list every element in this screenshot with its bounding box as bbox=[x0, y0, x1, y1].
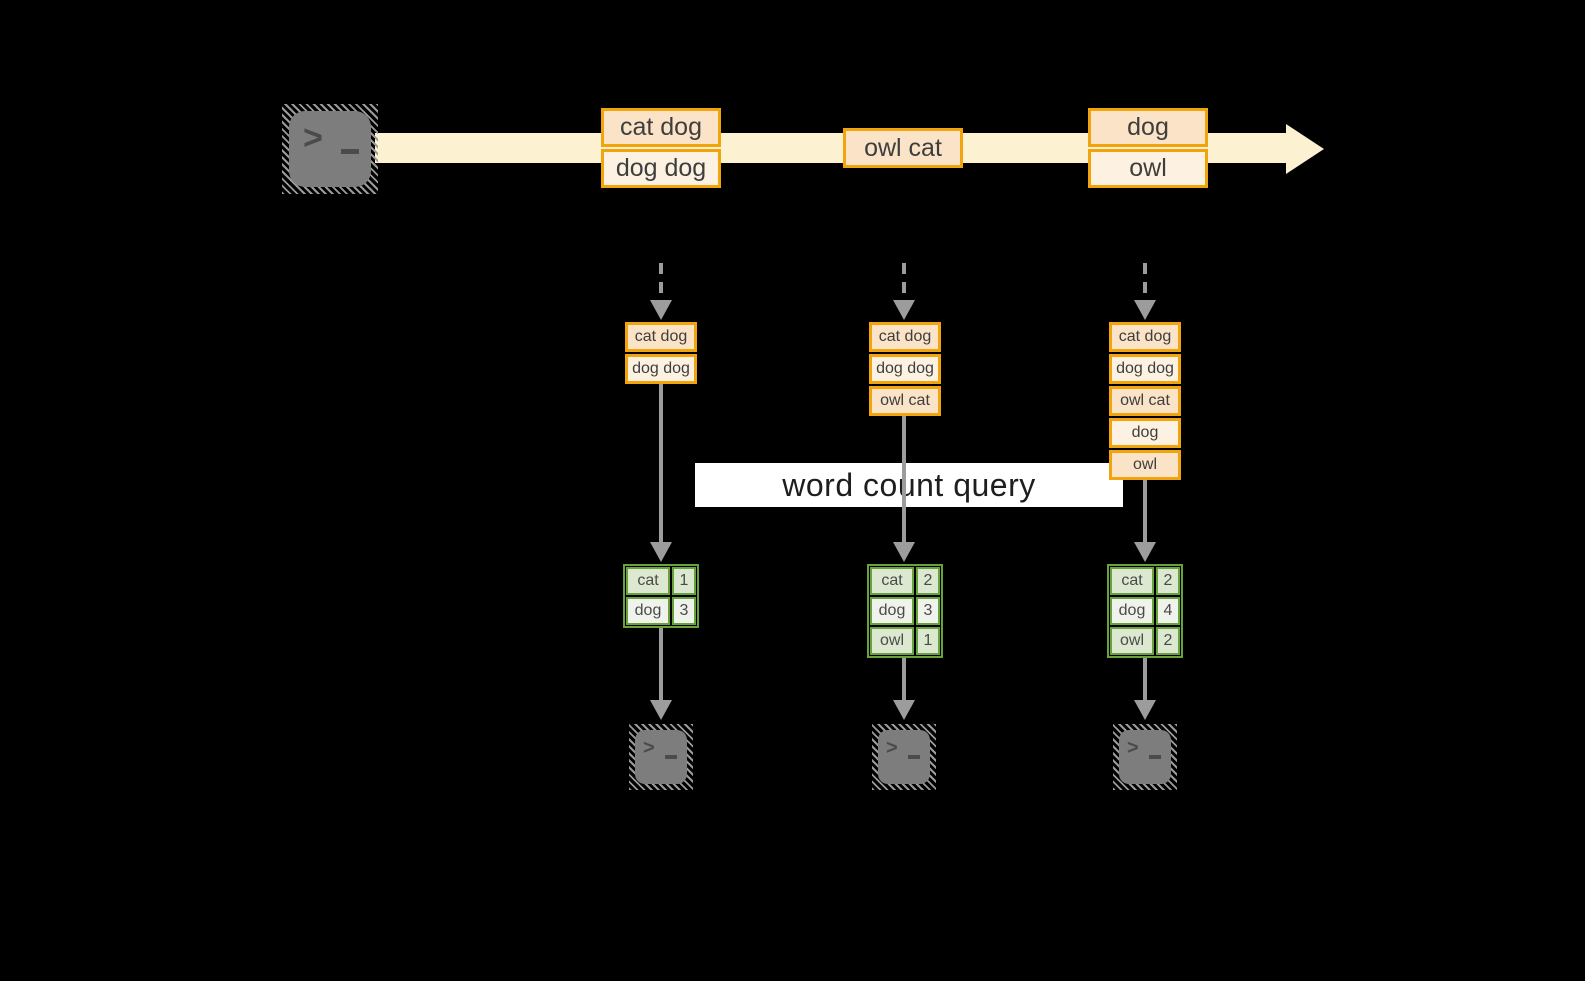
terminal-body: > bbox=[1119, 730, 1171, 784]
word-cell: dog bbox=[626, 597, 670, 625]
query-banner-label: word count query bbox=[782, 466, 1036, 503]
prompt-chevron-icon: > bbox=[1127, 737, 1139, 759]
prompt-chevron-icon: > bbox=[886, 737, 898, 759]
buffer-line: dog bbox=[1109, 418, 1181, 448]
buffer-line: owl cat bbox=[869, 386, 941, 416]
connector-line bbox=[902, 416, 906, 542]
buffer-line: cat dog bbox=[625, 322, 697, 352]
word-cell: cat bbox=[626, 567, 670, 595]
buffer-line: owl bbox=[1109, 450, 1181, 480]
word-cell: cat bbox=[1110, 567, 1154, 595]
word-cell: owl bbox=[1110, 627, 1154, 655]
window-buffer-2: cat dog dog dog owl cat bbox=[869, 322, 941, 416]
sink-terminal-icon: > bbox=[1113, 724, 1177, 790]
buffer-line: dog dog bbox=[1109, 354, 1181, 384]
count-cell: 2 bbox=[1156, 627, 1180, 655]
word-cell: owl bbox=[870, 627, 914, 655]
arrowhead-icon bbox=[893, 300, 915, 320]
prompt-chevron-icon: > bbox=[303, 119, 323, 157]
dashed-arrow-icon bbox=[1143, 263, 1147, 301]
buffer-line: owl cat bbox=[1109, 386, 1181, 416]
count-table-2: cat 2 dog 3 owl 1 bbox=[867, 564, 943, 658]
window-buffer-1: cat dog dog dog bbox=[625, 322, 697, 384]
dashed-arrow-icon bbox=[902, 263, 906, 301]
stream-event-2: owl cat bbox=[843, 128, 963, 168]
connector-line bbox=[659, 628, 663, 700]
prompt-chevron-icon: > bbox=[643, 737, 655, 759]
count-table-3: cat 2 dog 4 owl 2 bbox=[1107, 564, 1183, 658]
arrowhead-icon bbox=[893, 542, 915, 562]
stream-band-arrowhead-icon bbox=[1286, 124, 1324, 174]
count-cell: 3 bbox=[672, 597, 696, 625]
arrowhead-icon bbox=[1134, 700, 1156, 720]
connector-line bbox=[902, 658, 906, 700]
arrowhead-icon bbox=[650, 542, 672, 562]
sink-terminal-icon: > bbox=[872, 724, 936, 790]
buffer-line: cat dog bbox=[1109, 322, 1181, 352]
count-cell: 2 bbox=[916, 567, 940, 595]
event-line: cat dog bbox=[601, 108, 721, 147]
terminal-body: > bbox=[878, 730, 930, 784]
word-cell: dog bbox=[1110, 597, 1154, 625]
arrowhead-icon bbox=[893, 700, 915, 720]
dashed-arrow-icon bbox=[659, 263, 663, 301]
query-banner: word count query bbox=[695, 463, 1123, 507]
word-cell: cat bbox=[870, 567, 914, 595]
count-cell: 2 bbox=[1156, 567, 1180, 595]
prompt-underscore-icon bbox=[1149, 755, 1161, 759]
stream-event-3: dog owl bbox=[1088, 108, 1208, 188]
connector-line bbox=[659, 384, 663, 542]
stream-event-1: cat dog dog dog bbox=[601, 108, 721, 188]
event-line: dog bbox=[1088, 108, 1208, 147]
buffer-line: cat dog bbox=[869, 322, 941, 352]
connector-line bbox=[1143, 480, 1147, 542]
count-cell: 1 bbox=[916, 627, 940, 655]
terminal-body: > bbox=[635, 730, 687, 784]
count-table-1: cat 1 dog 3 bbox=[623, 564, 699, 628]
count-cell: 4 bbox=[1156, 597, 1180, 625]
arrowhead-icon bbox=[650, 300, 672, 320]
window-buffer-3: cat dog dog dog owl cat dog owl bbox=[1109, 322, 1181, 480]
buffer-line: dog dog bbox=[869, 354, 941, 384]
event-line: owl bbox=[1088, 149, 1208, 188]
buffer-line: dog dog bbox=[625, 354, 697, 384]
prompt-underscore-icon bbox=[908, 755, 920, 759]
source-terminal-icon: > bbox=[282, 104, 378, 194]
event-line: dog dog bbox=[601, 149, 721, 188]
terminal-body: > bbox=[289, 111, 371, 187]
prompt-underscore-icon bbox=[665, 755, 677, 759]
prompt-underscore-icon bbox=[341, 149, 359, 154]
event-line: owl cat bbox=[843, 128, 963, 168]
word-cell: dog bbox=[870, 597, 914, 625]
connector-line bbox=[1143, 658, 1147, 700]
sink-terminal-icon: > bbox=[629, 724, 693, 790]
arrowhead-icon bbox=[650, 700, 672, 720]
count-cell: 1 bbox=[672, 567, 696, 595]
count-cell: 3 bbox=[916, 597, 940, 625]
arrowhead-icon bbox=[1134, 542, 1156, 562]
arrowhead-icon bbox=[1134, 300, 1156, 320]
